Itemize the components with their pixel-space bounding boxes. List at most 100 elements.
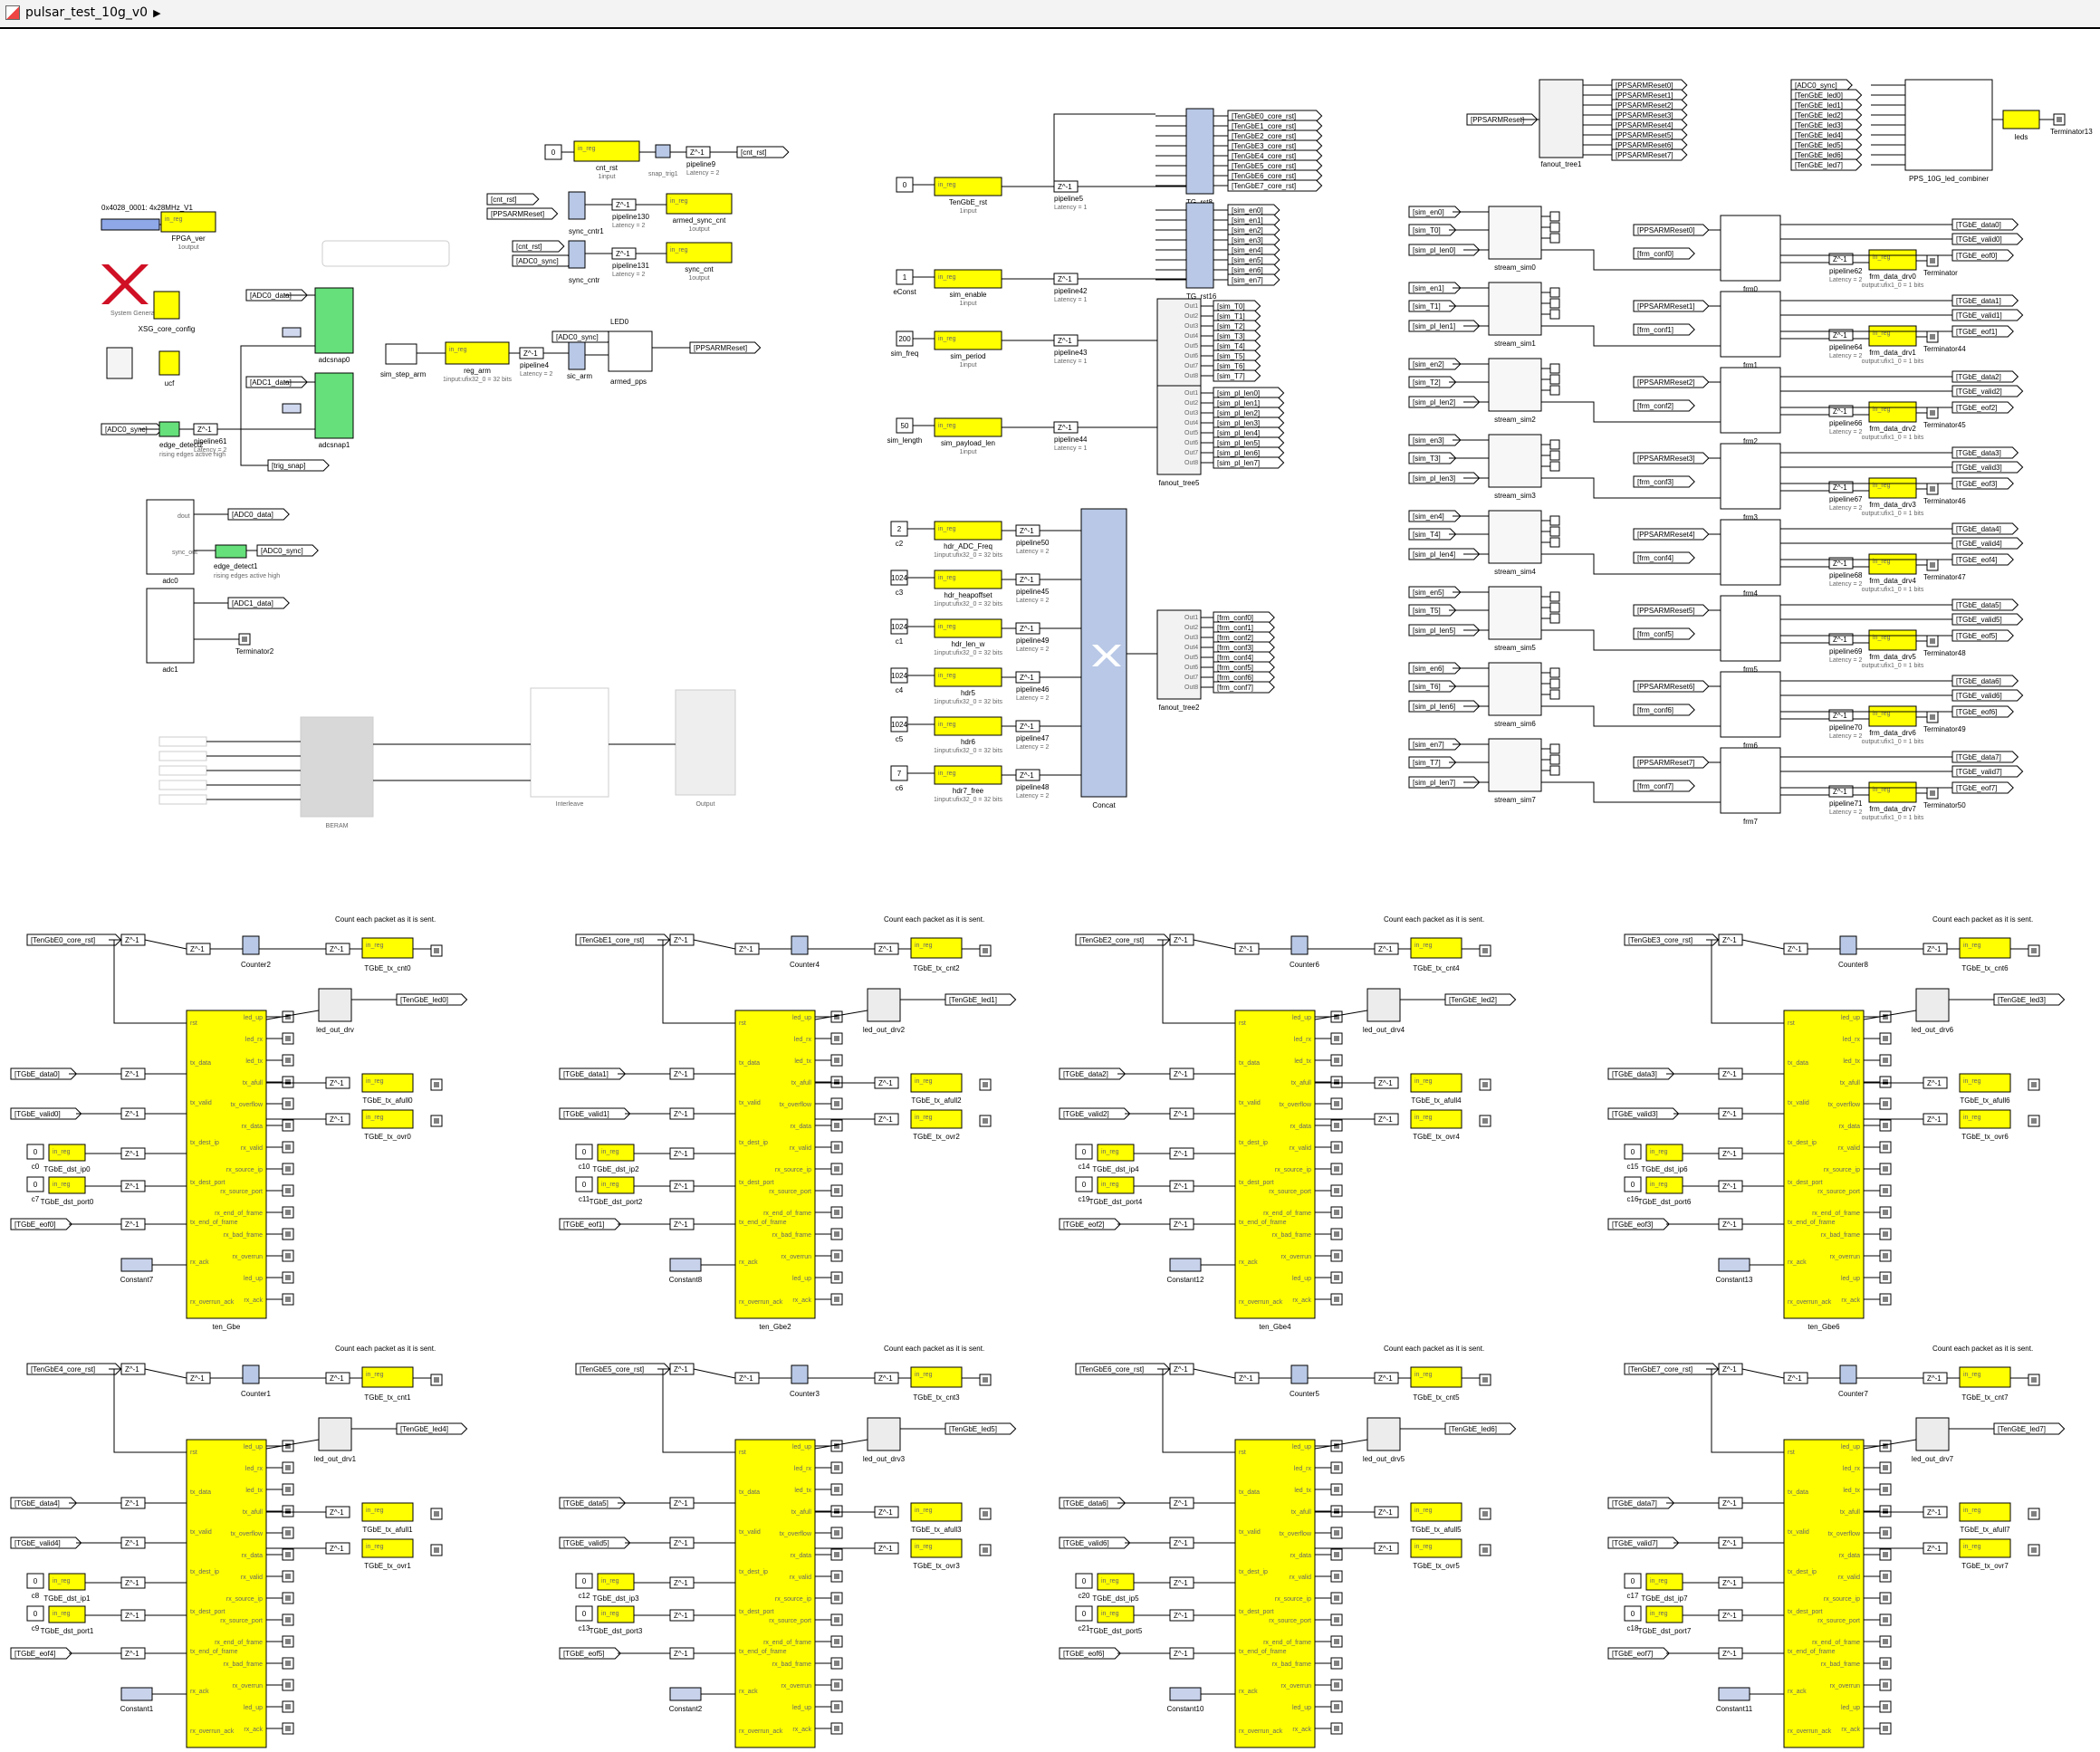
gbe-port-out: led_tx: [1843, 1488, 1860, 1494]
chevron-right-icon[interactable]: ▶: [153, 6, 161, 19]
terminator-label: Terminator45: [1923, 421, 1966, 429]
gbe-port-out: rx_source_ip: [775, 1167, 811, 1173]
constant-block: [26, 1176, 44, 1192]
sync-cntr: [568, 240, 586, 269]
constant-label: Constant7: [120, 1276, 154, 1284]
terminator-label: Terminator46: [1923, 497, 1966, 505]
adcsnap-label: adcsnap0: [319, 356, 350, 364]
count-note: Count each packet as it is sent.: [335, 915, 436, 924]
goto-tag: [1059, 1647, 1121, 1660]
ghost-tag: [158, 765, 207, 776]
goto-tag-label: [PPSARMReset0]: [1637, 226, 1695, 235]
gbe-port-out: led_up: [1292, 1015, 1311, 1021]
gbe-port-out: tx_afull: [243, 1509, 264, 1516]
terminator-label: Terminator49: [1923, 725, 1966, 733]
goto-tag: [1790, 99, 1863, 111]
constant-block: [1718, 1258, 1750, 1272]
goto-tag-label: [sim_pl_len2]: [1217, 409, 1260, 417]
gbe-port-out: rx_end_of_frame: [1812, 1211, 1860, 1217]
term-small: [1549, 689, 1560, 700]
constant-value: 0: [1082, 1610, 1087, 1618]
yellow-block: [597, 1605, 635, 1623]
goto-tag: [559, 1647, 621, 1660]
constant-name: c0: [32, 1163, 40, 1171]
led-drv-block: [1915, 1417, 1950, 1451]
goto-tag: [1633, 627, 1695, 640]
frm-block: [1720, 291, 1781, 358]
ip-label: TGbE_dst_ip6: [1641, 1165, 1688, 1173]
delay-symbol: Z^-1: [1174, 1070, 1188, 1078]
goto-tag: [1213, 320, 1261, 332]
constant-name: c12: [579, 1592, 590, 1600]
delay-symbol: Z^-1: [330, 945, 344, 953]
goto-tag: [1213, 446, 1285, 459]
port: Out5: [1184, 655, 1198, 661]
yellow-block: [1645, 1573, 1683, 1591]
goto-tag-label: [TenGbE_led4]: [1795, 131, 1843, 139]
goto-tag: [512, 240, 565, 253]
pipeline-label: pipeline64: [1829, 343, 1863, 351]
block-sub: output:ufix1_0 = 1 bits: [1862, 815, 1924, 821]
constant-block: [575, 1144, 593, 1160]
goto-tag: [26, 1363, 122, 1375]
goto-tag: [1951, 325, 2014, 338]
gbe-port-in: tx_dest_port: [190, 1180, 225, 1186]
led-drv-block: [1366, 988, 1401, 1022]
armed-pps-label: armed_pps: [610, 378, 647, 386]
version-label: 0x4028_0001: 4x28MHz_V1: [101, 204, 194, 212]
goto-tag: [1951, 629, 2014, 642]
port-label: in_reg: [366, 1115, 384, 1121]
gbe-port-out: rx_ack: [1292, 1297, 1311, 1304]
drv-label: led_out_drv5: [1363, 1455, 1405, 1463]
block-sub: output:ufix1_0 = 1 bits: [1862, 511, 1924, 517]
goto-tag-label: [PPSARMReset]: [1471, 116, 1524, 124]
yellow-block: [597, 1573, 635, 1591]
gbe-port-out: led_tx: [1843, 1058, 1860, 1065]
gbe-port-out: rx_bad_frame: [1821, 1232, 1860, 1239]
ip-label: TGbE_dst_ip5: [1092, 1594, 1139, 1603]
constant-value: 50: [901, 422, 909, 430]
count-note: Count each packet as it is sent.: [1932, 1345, 2033, 1353]
block-name: cnt_rst: [596, 164, 618, 172]
block-sub: 1input:ufix32_0 = 32 bits: [934, 748, 1003, 754]
gbe-port-out: led_up: [792, 1444, 811, 1450]
count-note: Count each packet as it is sent.: [335, 1345, 436, 1353]
sim-step-label: sim_step_arm: [380, 370, 427, 378]
led-drv-block: [318, 988, 352, 1022]
gbe-port-out: led_up: [1292, 1444, 1311, 1450]
block-name: frm_data_drv0: [1869, 273, 1916, 281]
delay-symbol: Z^-1: [1378, 1115, 1393, 1124]
latency-label: Latency = 1: [1054, 359, 1087, 365]
goto-tag: [1213, 310, 1261, 322]
gbe-port-out: rx_valid: [1290, 1575, 1311, 1581]
port-label: in_reg: [1414, 1544, 1433, 1550]
gbe-port-in: tx_data: [739, 1060, 760, 1067]
port: Out5: [1184, 343, 1198, 349]
delay-symbol: Z^-1: [1927, 1115, 1942, 1124]
goto-tag: [486, 193, 540, 206]
yellow-block: [910, 1502, 963, 1522]
gbe-port-out: led_rx: [1843, 1466, 1861, 1472]
goto-tag: [1408, 586, 1462, 598]
gbe-port-out: rx_data: [242, 1553, 263, 1559]
delay-symbol: Z^-1: [1722, 1499, 1737, 1508]
snap-trig: [655, 144, 671, 158]
ghost-block: [300, 716, 374, 818]
gbe-port-in: rx_ack: [1788, 1259, 1807, 1266]
goto-tag-label: [sim_T1]: [1413, 302, 1441, 311]
port-label: in_reg: [1101, 1611, 1119, 1617]
diagram-canvas[interactable]: [0, 27, 2100, 1752]
delay-symbol: Z^-1: [878, 1545, 893, 1553]
gbe-port-in: rx_ack: [1239, 1689, 1258, 1695]
counter-label: Counter4: [790, 961, 820, 969]
goto-tag-label: [sim_T0]: [1217, 302, 1245, 311]
goto-tag-label: [frm_conf6]: [1217, 674, 1253, 682]
goto-tag: [1951, 675, 2019, 687]
breadcrumb[interactable]: pulsar_test_10g_v0 ▶: [5, 4, 161, 22]
gbe-port-out: tx_overflow: [231, 1102, 264, 1108]
delay-symbol: Z^-1: [1722, 936, 1737, 944]
goto-tag: [1607, 1497, 1675, 1509]
pipeline-block: [1828, 405, 1854, 417]
yellow-block: [48, 1573, 86, 1591]
goto-tag-label: [PPSARMReset7]: [1637, 759, 1695, 767]
